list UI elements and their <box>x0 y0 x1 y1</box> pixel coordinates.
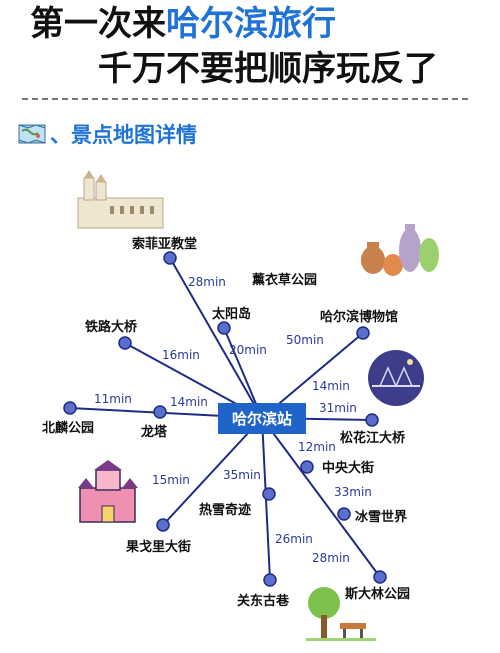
section-title: 、景点地图详情 <box>50 123 197 147</box>
node-beilin-park[interactable] <box>63 401 77 415</box>
label-stalin-park: 斯大林公园 <box>345 586 410 602</box>
time-ice-snow-world: 33min <box>334 485 372 499</box>
title-part-2: 哈尔滨旅行 <box>166 4 336 44</box>
time-museum: 14min <box>312 379 350 393</box>
dashed-divider <box>22 98 468 100</box>
time-lavender: 50min <box>286 333 324 347</box>
time-songhua: 31min <box>319 401 357 415</box>
node-longta[interactable] <box>153 405 167 419</box>
node-songhua[interactable] <box>365 413 379 427</box>
node-stalin-park[interactable] <box>373 570 387 584</box>
title-line-2: 千万不要把顺序玩反了 <box>98 49 438 89</box>
label-sofia: 索菲亚教堂 <box>132 236 197 252</box>
time-railway-bridge: 16min <box>162 348 200 362</box>
time-sun-island: 20min <box>229 343 267 357</box>
label-guogeli: 果戈里大街 <box>125 539 191 555</box>
node-ice-snow-world[interactable] <box>337 507 351 521</box>
node-guogeli[interactable] <box>156 518 170 532</box>
bridge-night-icon <box>368 350 424 406</box>
label-guandong: 关东古巷 <box>237 593 290 609</box>
park-tree-icon <box>306 587 376 641</box>
label-railway-bridge: 铁路大桥 <box>84 319 138 335</box>
label-songhua: 松花江大桥 <box>340 430 406 446</box>
time-longta: 14min <box>170 395 208 409</box>
label-lavender: 薰衣草公园 <box>252 272 317 288</box>
node-railway-bridge[interactable] <box>118 336 132 350</box>
time-sofia: 28min <box>188 275 226 289</box>
time-guogeli: 15min <box>152 473 190 487</box>
time-zhongyang: 12min <box>298 440 336 454</box>
cathedral-icon <box>77 170 164 229</box>
node-sofia[interactable] <box>163 251 177 265</box>
time-guandong: 26min <box>275 532 313 546</box>
node-zhongyang[interactable] <box>300 460 314 474</box>
node-sun-island[interactable] <box>217 321 231 335</box>
time-snow-garden: 35min <box>223 468 261 482</box>
castle-icon <box>78 460 138 523</box>
label-snow-garden: 热雪奇迹 <box>199 502 251 518</box>
label-museum: 哈尔滨博物馆 <box>320 309 398 325</box>
label-zhongyang: 中央大街 <box>322 460 374 476</box>
time-beilin: 11min <box>94 392 132 406</box>
time-stalin: 28min <box>312 551 350 565</box>
label-beilin-park: 北麟公园 <box>42 420 94 436</box>
label-longta: 龙塔 <box>141 424 168 440</box>
hub-station[interactable]: 哈尔滨站 <box>218 403 306 434</box>
map-icon <box>18 124 46 144</box>
pottery-icon <box>361 224 439 276</box>
label-ice-snow-world: 冰雪世界 <box>355 509 407 525</box>
node-snow-garden[interactable] <box>262 487 276 501</box>
title-part-1: 第一次来 <box>30 4 166 44</box>
node-museum[interactable] <box>356 326 370 340</box>
section-heading: 、景点地图详情 <box>18 118 197 150</box>
title-line-1: 第一次来哈尔滨旅行 <box>30 4 336 44</box>
label-sun-island: 太阳岛 <box>211 306 251 322</box>
node-guandong[interactable] <box>263 573 277 587</box>
